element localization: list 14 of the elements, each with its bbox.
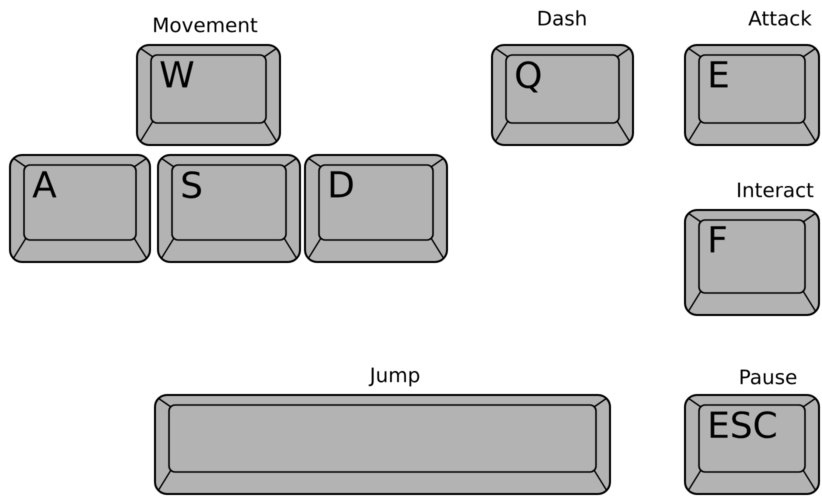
key-label: Dash xyxy=(538,10,586,26)
keycap: A xyxy=(9,154,151,263)
key-label: Jump xyxy=(368,368,420,386)
keycap: S xyxy=(157,154,301,263)
key-label: Pause xyxy=(740,370,796,384)
keycap: W xyxy=(136,44,281,146)
keycap: E xyxy=(684,44,820,146)
key-label: Interact xyxy=(738,182,814,198)
keycap xyxy=(154,394,611,495)
key-label: Attack xyxy=(748,10,812,26)
keycap: D xyxy=(304,154,448,263)
keycap: Q xyxy=(491,44,634,146)
keycap: F xyxy=(684,209,820,316)
keycap: ESC xyxy=(684,394,820,495)
